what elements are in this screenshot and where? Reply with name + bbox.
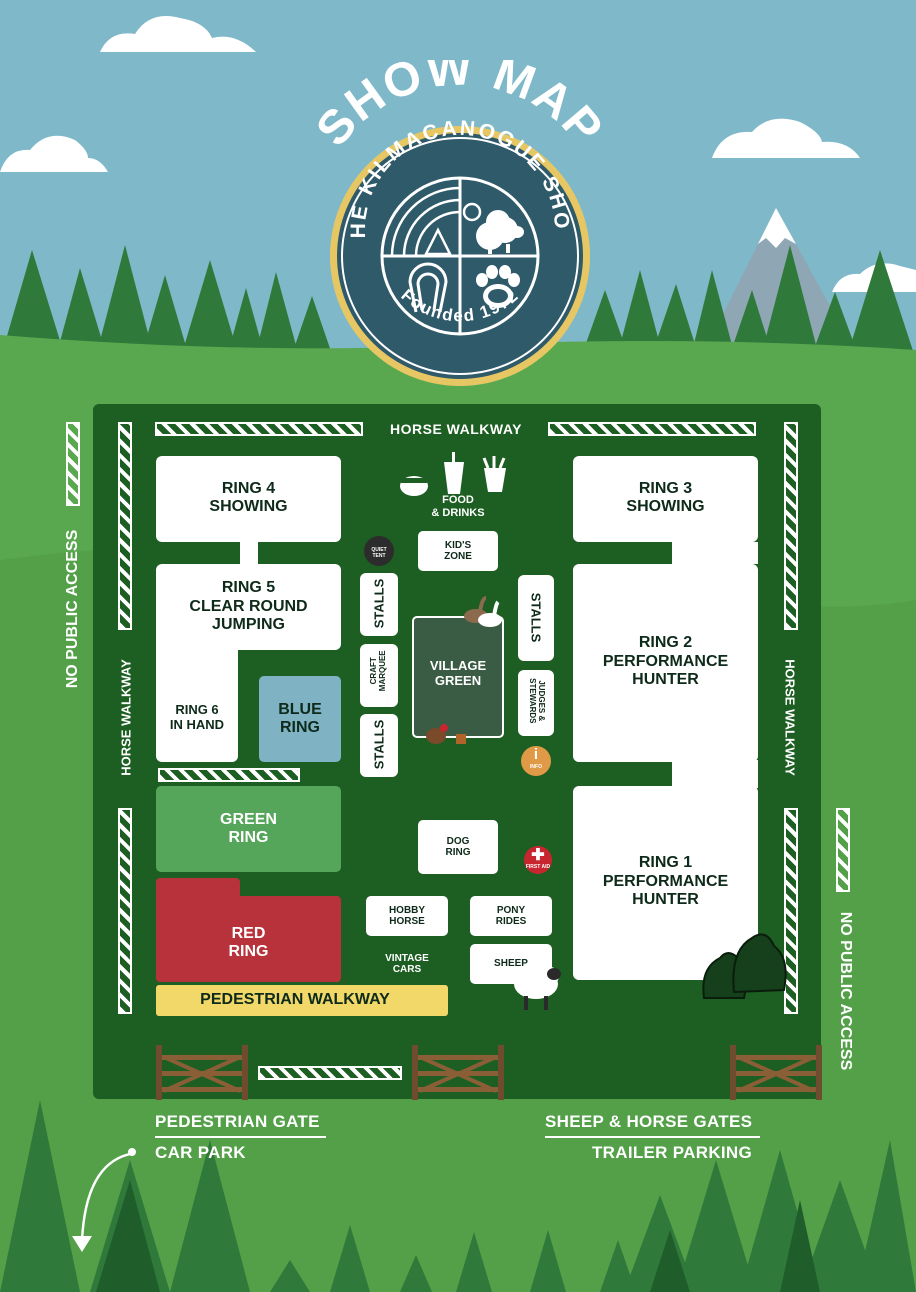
food-drinks-icon xyxy=(400,452,506,496)
pedestrian-walkway-area xyxy=(156,985,448,1016)
judges-stewards-label: JUDGES & STEWARDS xyxy=(528,678,546,724)
ring-6-label: RING 6 IN HAND xyxy=(169,702,225,732)
village-green-area xyxy=(412,616,504,738)
green-ring-area xyxy=(156,786,341,872)
stalls-left-bottom-area xyxy=(360,714,398,777)
horse-walkway-top-left xyxy=(155,422,363,436)
ring-4-area xyxy=(156,456,341,542)
sheep-icon xyxy=(513,967,561,1010)
first-aid-cross: ✚ xyxy=(531,846,545,864)
walkway-bottom xyxy=(258,1066,402,1080)
car-park-arrow-icon xyxy=(72,1148,136,1252)
ring-2-label: RING 2 PERFORMANCE HUNTER xyxy=(602,634,729,689)
village-green-label: VILLAGE GREEN xyxy=(429,658,487,688)
quiet-tent-marker xyxy=(364,536,394,566)
horse-walkway-top-label: HORSE WALKWAY xyxy=(390,420,522,437)
ring-1-area xyxy=(573,786,758,980)
no-public-access-left-label: NO PUBLIC ACCESS xyxy=(64,529,81,689)
no-public-access-right-label: NO PUBLIC ACCESS xyxy=(837,911,854,1071)
horse-walkway-right-bottom xyxy=(784,808,798,1014)
pedestrian-gate-label: PEDESTRIAN GATE xyxy=(155,1112,320,1131)
horse-walkway-left-top xyxy=(118,422,132,630)
pedestrian-walkway-label: PEDESTRIAN WALKWAY xyxy=(200,991,390,1009)
pony-rides-label: PONY RIDES xyxy=(470,896,552,936)
quiet-tent-label: QUIET TENT xyxy=(371,547,387,559)
food-drinks-label: FOOD & DRINKS xyxy=(431,494,485,519)
car-park-label: CAR PARK xyxy=(155,1143,246,1162)
blue-ring-area xyxy=(259,676,341,762)
dog-ring-label: DOG RING xyxy=(418,820,498,874)
stalls-left-bottom-label: STALLS xyxy=(371,719,387,770)
first-aid-label: FIRST AID xyxy=(525,864,551,871)
sheep-horse-gates-label: SHEEP & HORSE GATES xyxy=(545,1112,753,1131)
bubble-icon xyxy=(462,202,482,222)
judges-stewards-area xyxy=(518,670,554,736)
ring-4-label: RING 4 SHOWING xyxy=(209,479,288,515)
horseshoe-icon xyxy=(408,262,448,313)
chicken-icon xyxy=(426,724,466,744)
ring-5-area xyxy=(156,564,341,650)
horse-gate-icon xyxy=(730,1045,822,1100)
horse-walkway-top-right xyxy=(548,422,756,436)
horse-walkway-left-label: HORSE WALKWAY xyxy=(118,659,134,776)
pedestrian-gate-icon xyxy=(156,1045,248,1100)
geese-icon xyxy=(464,596,502,627)
stalls-right-label: STALLS xyxy=(528,592,544,643)
hobby-horse-label: HOBBY HORSE xyxy=(366,896,448,936)
show-jump-icon xyxy=(390,186,461,257)
ring-6-area xyxy=(156,650,238,762)
info-icon xyxy=(521,746,551,776)
no-public-access-left-strip xyxy=(66,422,80,506)
craft-marquee-label: CRAFT MARQUEE xyxy=(369,650,387,692)
info-label: INFO xyxy=(530,764,542,771)
ring-2-area xyxy=(573,564,758,762)
ring-3-area xyxy=(573,456,758,542)
ring-1-label: RING 1 PERFORMANCE HUNTER xyxy=(602,854,729,909)
no-public-access-right-strip xyxy=(836,808,850,892)
vintage-cars-label: VINTAGE CARS xyxy=(385,952,429,976)
horse-walkway-left-bottom xyxy=(118,808,132,1014)
ring-5-label: RING 5 CLEAR ROUND JUMPING xyxy=(189,579,308,634)
walkway-mid-left xyxy=(158,768,300,782)
sheep-gate-icon xyxy=(412,1045,504,1100)
stalls-left-top-area xyxy=(360,573,398,636)
craft-marquee-area xyxy=(360,644,398,707)
first-aid-icon xyxy=(524,846,552,874)
trailer-parking-label: TRAILER PARKING xyxy=(592,1143,753,1162)
bush-icon xyxy=(702,933,787,999)
horse-walkway-right-top xyxy=(784,422,798,630)
ring-3-label: RING 3 SHOWING xyxy=(626,479,705,515)
paw-icon xyxy=(476,265,520,308)
kids-zone-label: KID'S ZONE xyxy=(418,531,498,571)
horse-walkway-right-label: HORSE WALKWAY xyxy=(782,659,798,776)
blue-ring-label: BLUE RING xyxy=(278,700,322,736)
red-ring-label: RED RING xyxy=(228,924,269,960)
info-symbol: i xyxy=(533,746,539,764)
green-ring-label: GREEN RING xyxy=(220,810,277,846)
sheep-icon xyxy=(476,210,524,254)
show-badge: SHOW MAP THE KILMACANOGUE SHOW Founded 1… xyxy=(280,60,612,386)
stalls-right-area xyxy=(518,575,554,661)
